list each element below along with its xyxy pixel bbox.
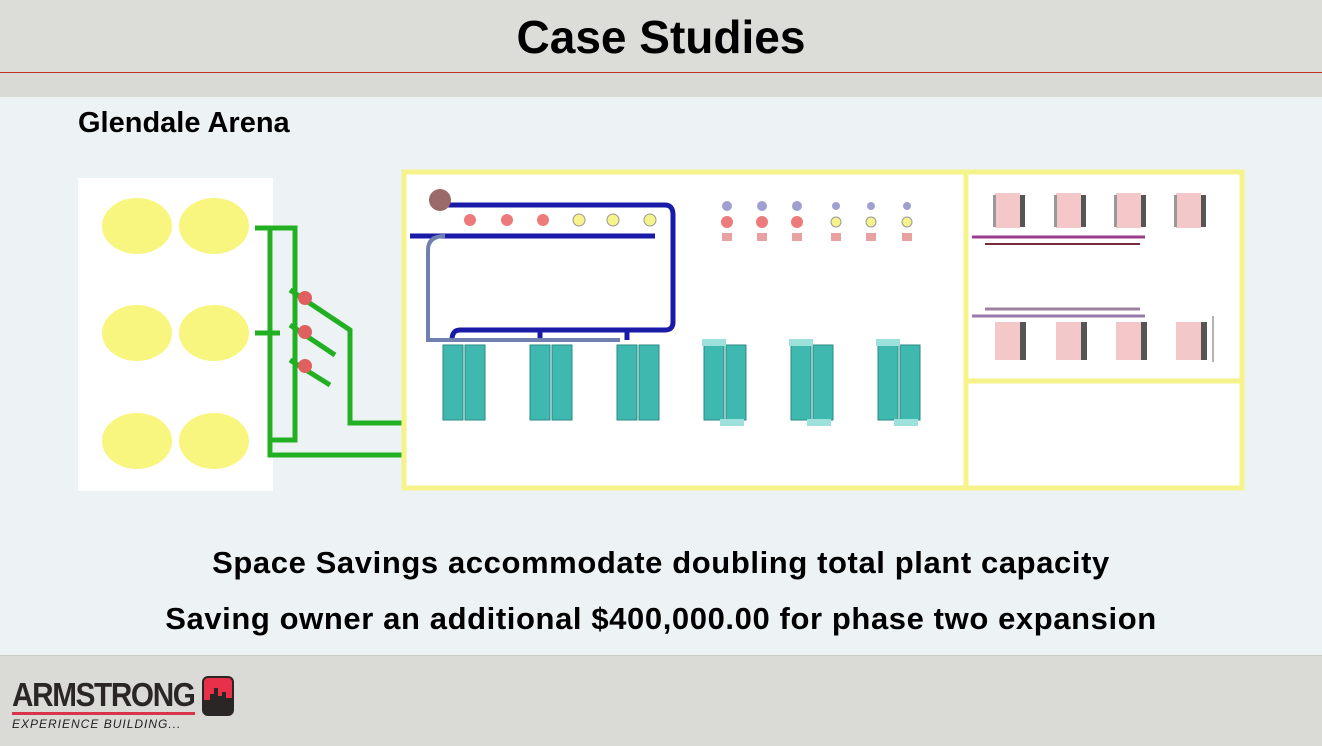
header-band	[0, 73, 1322, 97]
primary-pumps	[464, 213, 657, 227]
expansion-tank	[429, 189, 451, 211]
cooling-towers	[102, 198, 249, 469]
armstrong-logo-icon	[202, 676, 234, 716]
slide-header: Case Studies	[0, 0, 1322, 73]
chillers	[442, 344, 921, 421]
armstrong-logo-wordmark: ARMSTRONG	[12, 676, 196, 713]
statement-line-1: Space Savings accommodate doubling total…	[212, 545, 1110, 580]
chilled-water-piping	[410, 202, 676, 341]
future-pumps	[721, 201, 913, 241]
air-handling-units	[972, 193, 1214, 362]
logo-underline	[12, 712, 195, 715]
page-title: Case Studies	[516, 11, 806, 63]
condenser-pumps	[298, 291, 312, 373]
slide-footer	[0, 655, 1322, 746]
case-study-subtitle: Glendale Arena	[78, 107, 290, 139]
logo-tagline: EXPERIENCE BUILDING...	[12, 717, 182, 731]
statement-line-2: Saving owner an additional $400,000.00 f…	[165, 601, 1157, 636]
chiller-heads	[702, 339, 918, 426]
